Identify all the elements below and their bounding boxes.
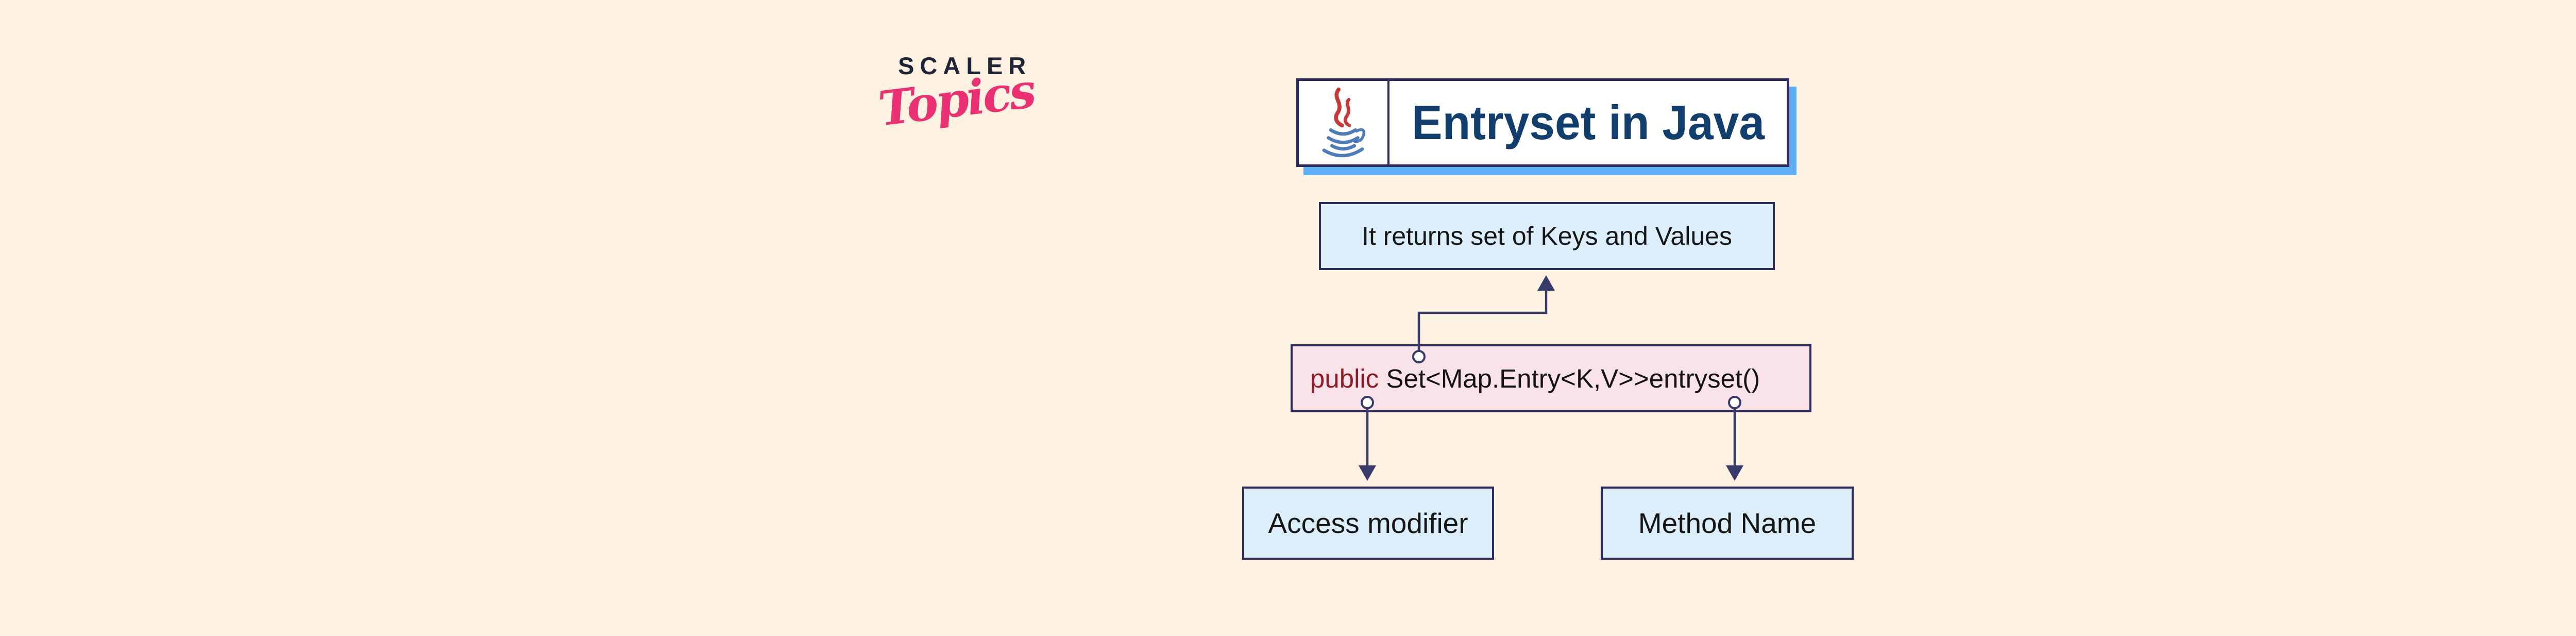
java-cup-middle xyxy=(1327,136,1360,144)
description-box: It returns set of Keys and Values xyxy=(1319,202,1775,270)
code-signature: Set<Map.Entry<K,V>>entryset() xyxy=(1379,363,1760,393)
java-steam-right xyxy=(1343,97,1351,127)
code-box: public Set<Map.Entry<K,V>>entryset() xyxy=(1291,344,1811,412)
title-banner: Entryset in Java xyxy=(1296,78,1789,167)
page-title: Entryset in Java xyxy=(1412,95,1765,149)
java-logo-cell xyxy=(1299,81,1389,164)
code-keyword: public xyxy=(1310,363,1379,393)
java-cup-handle xyxy=(1353,128,1365,143)
method-name-label: Method Name xyxy=(1638,507,1817,539)
java-steam-left xyxy=(1334,87,1344,128)
brand-scaler-text: SCALER xyxy=(898,52,1032,79)
arrow-down-left-icon xyxy=(1359,465,1376,481)
java-cup-rim xyxy=(1329,128,1358,136)
access-modifier-box: Access modifier xyxy=(1242,487,1494,560)
title-text-cell: Entryset in Java xyxy=(1389,81,1787,164)
java-logo-icon xyxy=(1322,87,1365,158)
java-cup-lower xyxy=(1330,144,1357,151)
access-modifier-label: Access modifier xyxy=(1268,507,1468,539)
description-text: It returns set of Keys and Values xyxy=(1362,222,1732,250)
method-name-box: Method Name xyxy=(1601,487,1854,560)
arrow-down-right-icon xyxy=(1726,465,1743,481)
java-cup-base-swoosh xyxy=(1322,147,1364,158)
arrow-up-icon xyxy=(1537,275,1555,291)
